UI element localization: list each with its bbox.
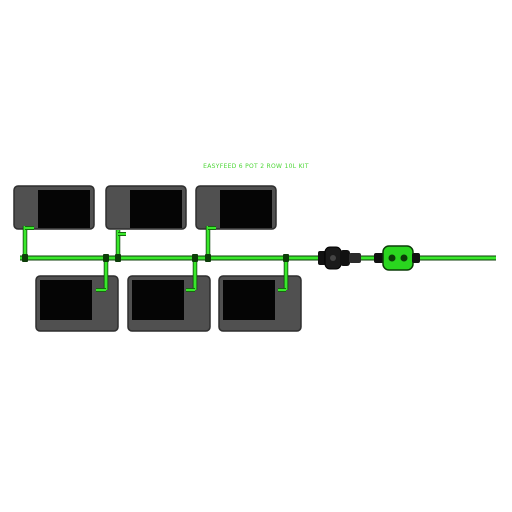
- valve-connector-icon: [318, 246, 361, 270]
- pot-top-2: [105, 185, 187, 230]
- pot-bottom-2: [127, 275, 211, 332]
- pot-bottom-1: [35, 275, 119, 332]
- main-tube: [20, 255, 496, 261]
- pot-bottom-3: [218, 275, 302, 332]
- pot-top-3: [195, 185, 277, 230]
- filter-unit-icon: [374, 245, 420, 271]
- diagram-title: EASYFEED 6 POT 2 ROW 10L KIT: [203, 163, 309, 170]
- branch-tubes: [22, 226, 289, 292]
- pot-top-1: [13, 185, 95, 232]
- tee-junctions: [22, 254, 289, 262]
